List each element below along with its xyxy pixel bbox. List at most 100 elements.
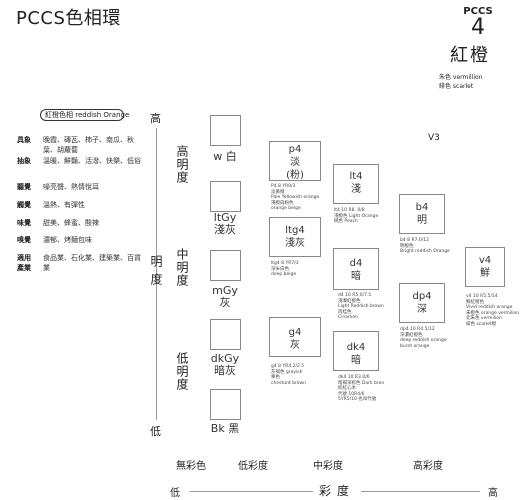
tone-info-line: Cinamon <box>338 315 358 320</box>
tone-info-lt4: lt4 10 R8. 0/8 淺橙色 Light Orange 桃色 Peach <box>334 208 378 225</box>
tone-info-line: 鮮紅橙色 <box>466 299 484 305</box>
chroma-axis-label: 彩度 <box>313 482 362 499</box>
association-value: 甜美、蜂蜜、酸辣 <box>43 219 99 227</box>
neutral-label-black: Bk 黑 <box>205 423 245 435</box>
tone-info-line: Light Reddish brown <box>338 304 384 309</box>
tone-code: lt4 <box>349 171 363 182</box>
association-value: 濃郁、烤麵包味 <box>43 236 92 244</box>
tone-label-d4: d4 暗 <box>333 257 379 283</box>
tone-info-line: 淡黃橙 <box>271 189 285 195</box>
neutral-code: mGy <box>212 284 238 297</box>
chroma-axis-high: 高 <box>488 488 498 499</box>
chroma-zone-high: 高彩度 <box>413 461 443 472</box>
tone-info-line: d4 10 R5.0/7.5 <box>338 293 372 298</box>
tone-info-line: 北朱色 vermilion <box>466 316 502 321</box>
neutral-label-light-gray: ltGy 淺灰 <box>205 212 245 236</box>
tone-info-line: b4 8 R7.0/12 <box>400 238 429 243</box>
association-key: 抽象 <box>17 157 31 165</box>
tone-name: 鮮 <box>480 268 490 279</box>
chroma-zone-low: 低彩度 <box>238 461 268 472</box>
tone-label-lt4: lt4 淺 <box>333 170 379 196</box>
tone-name: 淺灰 <box>285 238 305 249</box>
tone-swatch-dk4 <box>333 331 379 371</box>
tone-swatch-dp4 <box>399 283 445 323</box>
neutral-swatch-dark-gray <box>210 319 241 350</box>
neutral-swatch-light-gray <box>210 181 241 212</box>
tone-label-v4: v4 鮮 <box>465 254 505 280</box>
tone-info-line: 棕紅心木 <box>338 386 356 391</box>
tone-info-line: deep beige <box>271 272 297 277</box>
tone-code: p4 <box>288 144 302 155</box>
value-axis-low: 低 <box>150 425 161 438</box>
chroma-zone-achromatic: 無彩色 <box>176 461 206 472</box>
neutral-name: 黑 <box>228 422 240 435</box>
tone-info-line: dk4 10 R3.0/6 <box>338 375 370 380</box>
tone-code: b4 <box>415 202 429 213</box>
tone-info-line: chestunt brown <box>271 380 306 386</box>
tone-label-p4: p4 淡 (粉) <box>269 143 321 182</box>
tone-info-line: 5YR5/10 也叫代號 <box>338 397 377 402</box>
mid-value-zone-label: 中明度 <box>175 248 189 287</box>
tone-info-line: lt4 10 R8. 0/8 <box>334 208 365 213</box>
hue-color-name-1: 朱色 vermillion <box>439 74 483 81</box>
neutral-label-medium-gray: mGy 灰 <box>205 285 245 309</box>
association-key: 嗅覺 <box>17 236 31 244</box>
association-label: 紅橙色相 reddish Orange <box>40 109 129 121</box>
v3-label: V3 <box>428 133 440 143</box>
tone-info-line: burnt orange <box>400 343 430 349</box>
tone-swatch-ltg4 <box>269 217 321 257</box>
tone-info-g4: g4 8 YR4.2/2.5 灰褐色 grayish 栗色 chestunt b… <box>271 364 306 386</box>
tone-info-line: ltg4 8 YR7/3 <box>271 261 299 266</box>
tone-info-line: 淺橙色 Light Orange <box>334 213 379 219</box>
neutral-code: w <box>213 150 223 163</box>
tone-info-dk4: dk4 10 R3.0/6 暗褐深棕色 Dark bron 棕紅心木 代號 10… <box>338 375 384 403</box>
tone-swatch-d4 <box>333 248 379 290</box>
tone-code: v4 <box>478 255 492 266</box>
tone-code: dp4 <box>412 291 432 302</box>
tone-name: 灰 <box>290 340 300 351</box>
tone-info-line: Pale Yellowish orange <box>271 195 320 200</box>
tone-name: 淡 <box>290 157 300 168</box>
tone-label-dp4: dp4 深 <box>399 290 445 316</box>
association-value: 溫熱、有彈性 <box>43 201 85 209</box>
tone-info-b4: b4 8 R7.0/12 明橙色 Bright reddish Orange <box>400 238 450 255</box>
tone-info-p4: P4 8 YR9/3 淡黃橙 Pale Yellowish orange 淺橙白… <box>271 184 319 212</box>
page-title: PCCS色相環 <box>16 8 121 29</box>
neutral-name: 白 <box>225 150 237 163</box>
neutral-name: 淺灰 <box>214 223 236 236</box>
tone-name: 暗 <box>351 271 361 282</box>
tone-info-ltg4: ltg4 8 YR7/3 深米白色 deep beige <box>271 261 299 278</box>
neutral-name: 灰 <box>219 296 231 309</box>
association-key: 味覺 <box>17 219 31 227</box>
tone-info-line: 朱橙色 orange vermilion <box>466 310 520 316</box>
tone-info-line: 深米白色 <box>271 266 289 272</box>
neutral-label-white: w 白 <box>205 151 245 163</box>
tone-info-line: 代號 10R4/6 <box>338 391 365 397</box>
chroma-axis-low: 低 <box>170 488 180 499</box>
tone-info-line: 栗色 <box>271 375 280 380</box>
tone-info-line: orange beige <box>271 206 301 211</box>
tone-code: d4 <box>349 258 363 269</box>
tone-swatch-lt4 <box>333 164 379 204</box>
value-axis-label: 明度 <box>149 255 163 291</box>
tone-swatch-p4 <box>269 141 321 181</box>
association-value: 食品業、石化業、建築業、百貨業 <box>43 254 141 272</box>
tone-code: ltg4 <box>285 225 305 236</box>
tone-info-line: Vivid reddish orange <box>466 305 513 310</box>
tone-label-ltg4: ltg4 淺灰 <box>269 224 321 250</box>
tone-info-line: 肉桂色 <box>338 309 352 315</box>
neutral-code: Bk <box>210 422 225 435</box>
tone-info-line: 深濃紅橙色 <box>400 332 423 338</box>
tone-name: 明 <box>417 215 427 226</box>
tone-code: g4 <box>288 327 302 338</box>
tone-label-dk4: dk4 暗 <box>333 341 379 367</box>
association-value: 晚霞、磚瓦、柿子、南瓜、秋葉、胡蘿蔔 <box>43 136 134 154</box>
tone-info-line: deep reddish orange <box>400 338 447 343</box>
association-key: 聽覺 <box>17 183 31 191</box>
low-value-zone-label: 低明度 <box>175 352 189 391</box>
high-value-zone-label: 高明度 <box>175 145 189 184</box>
neutral-swatch-black <box>210 389 241 420</box>
tone-info-v4: v4 10 R5.5/14 鮮紅橙色 Vivid reddish orange … <box>466 294 519 327</box>
tone-label-b4: b4 明 <box>399 201 445 227</box>
tone-label-g4: g4 灰 <box>269 326 321 352</box>
